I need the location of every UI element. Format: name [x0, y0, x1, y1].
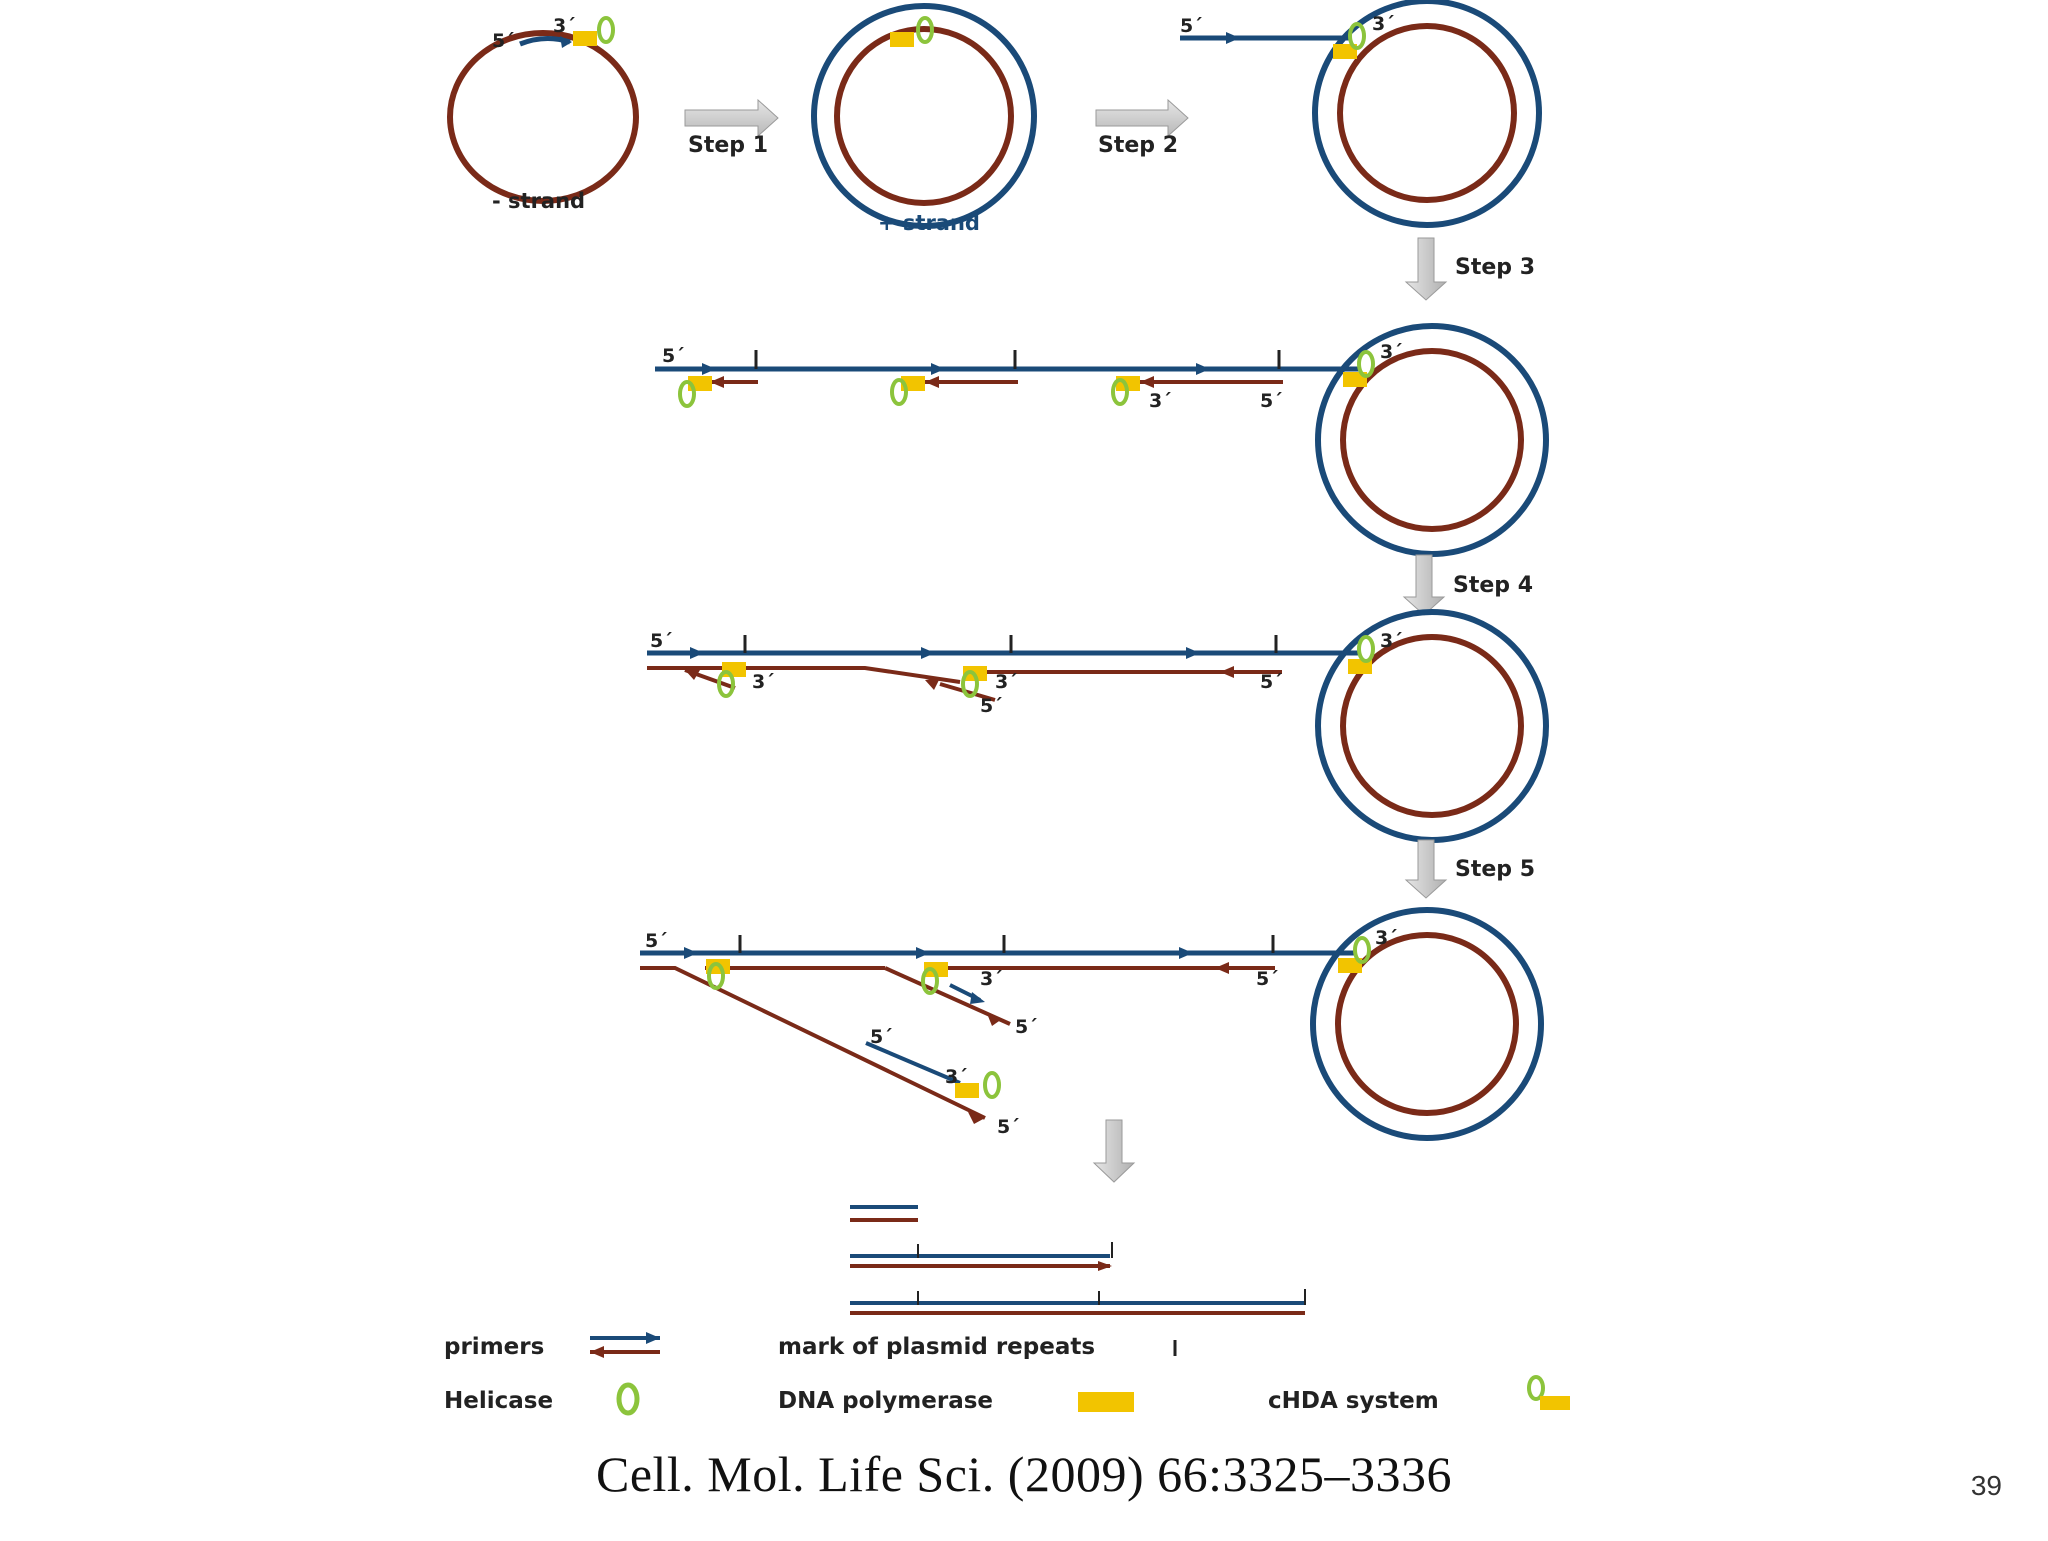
helicase-icon	[678, 380, 696, 408]
chda-system-icon	[1527, 1375, 1570, 1410]
polymerase-box	[890, 32, 914, 47]
minus-strand-circle	[447, 30, 639, 204]
step4-label: Step 4	[1453, 573, 1533, 598]
helicase-icon	[916, 16, 934, 44]
panel-plus-strand: + strand	[811, 3, 1037, 235]
label-3prime: 3´	[1372, 13, 1395, 35]
legend-mark-label: mark of plasmid repeats	[778, 1334, 1095, 1360]
step5-label: Step 5	[1455, 857, 1535, 882]
panel-minus-strand: 5´ 3´ - strand	[447, 15, 639, 213]
step1-arrow: Step 1	[684, 98, 779, 158]
svg-text:3´: 3´	[995, 671, 1018, 693]
step1-label: Step 1	[688, 133, 768, 158]
minus-strand-circle	[834, 26, 1014, 206]
svg-text:3´: 3´	[945, 1066, 968, 1088]
citation: Cell. Mol. Life Sci. (2009) 66:3325–3336	[595, 1446, 1453, 1502]
panel-step5: 5´ 3´ 5´ 5´ 3´ 5´ 5´ 3´	[640, 907, 1544, 1141]
legend: primers mark of plasmid repeats Helicase…	[444, 1332, 1570, 1416]
final-arrow	[1092, 1119, 1136, 1183]
svg-text:5´: 5´	[662, 345, 685, 367]
helicase-icon	[707, 962, 725, 990]
plus-strand-circle	[1312, 0, 1542, 228]
polymerase-box	[1338, 958, 1362, 973]
polymerase-icon	[1078, 1392, 1134, 1412]
svg-text:3´: 3´	[1380, 341, 1403, 363]
legend-helicase-label: Helicase	[444, 1388, 553, 1414]
polymerase-box	[955, 1083, 979, 1098]
panel-step3: 5´ 3´ 5´ 3´	[655, 323, 1549, 557]
step2-arrow: Step 2	[1095, 98, 1189, 158]
svg-text:3´: 3´	[1380, 630, 1403, 652]
svg-text:3´: 3´	[980, 968, 1003, 990]
step3-label: Step 3	[1455, 255, 1535, 280]
legend-polymerase-label: DNA polymerase	[778, 1388, 993, 1414]
helicase-icon	[983, 1071, 1001, 1099]
legend-primers-label: primers	[444, 1334, 544, 1360]
label-5prime: 5´	[1180, 15, 1203, 37]
polymerase-box	[1333, 44, 1357, 59]
svg-text:3´: 3´	[1149, 390, 1172, 412]
primers-icon	[590, 1332, 660, 1358]
helicase-icon	[1348, 22, 1366, 50]
minus-strand-circle	[1337, 23, 1517, 203]
label-5prime: 5´	[492, 30, 515, 52]
helicase-icon	[1353, 936, 1371, 964]
helicase-icon	[616, 1382, 640, 1416]
helicase-icon	[921, 967, 939, 995]
polymerase-box	[722, 662, 746, 677]
svg-text:5´: 5´	[997, 1116, 1020, 1138]
page-number: 39	[1970, 1470, 2002, 1501]
step5-arrow: Step 5	[1404, 839, 1535, 899]
svg-text:5´: 5´	[645, 930, 668, 952]
helicase-icon	[717, 670, 735, 698]
helicase-icon	[961, 670, 979, 698]
svg-text:3´: 3´	[752, 671, 775, 693]
panel-displacement: 5´ 3´	[1180, 0, 1542, 228]
helicase-icon	[1111, 378, 1129, 406]
helicase-icon	[890, 378, 908, 406]
polymerase-box	[573, 31, 597, 46]
helicase-icon	[1357, 635, 1375, 663]
label-3prime: 3´	[553, 15, 576, 37]
svg-text:3´: 3´	[1375, 927, 1398, 949]
products	[850, 1205, 1306, 1315]
helicase-icon	[1357, 350, 1375, 378]
step4-arrow: Step 4	[1402, 554, 1533, 616]
svg-text:5´: 5´	[1260, 390, 1283, 412]
primer-arrowhead	[560, 36, 572, 48]
step2-label: Step 2	[1098, 133, 1178, 158]
svg-text:5´: 5´	[870, 1026, 893, 1048]
helicase-icon	[597, 16, 615, 44]
legend-chda-label: cHDA system	[1268, 1388, 1439, 1414]
svg-text:5´: 5´	[1256, 968, 1279, 990]
svg-text:5´: 5´	[980, 695, 1003, 717]
panel-step4: 5´ 3´ 3´ 5´ 5´ 3´	[647, 609, 1549, 843]
polymerase-box	[924, 962, 948, 977]
step3-arrow: Step 3	[1404, 237, 1535, 301]
plus-strand-label: + strand	[878, 211, 980, 235]
svg-text:5´: 5´	[1260, 671, 1283, 693]
plus-strand-circle	[811, 3, 1037, 229]
minus-strand-label: - strand	[492, 189, 585, 213]
svg-text:5´: 5´	[1015, 1016, 1038, 1038]
svg-text:5´: 5´	[650, 630, 673, 652]
